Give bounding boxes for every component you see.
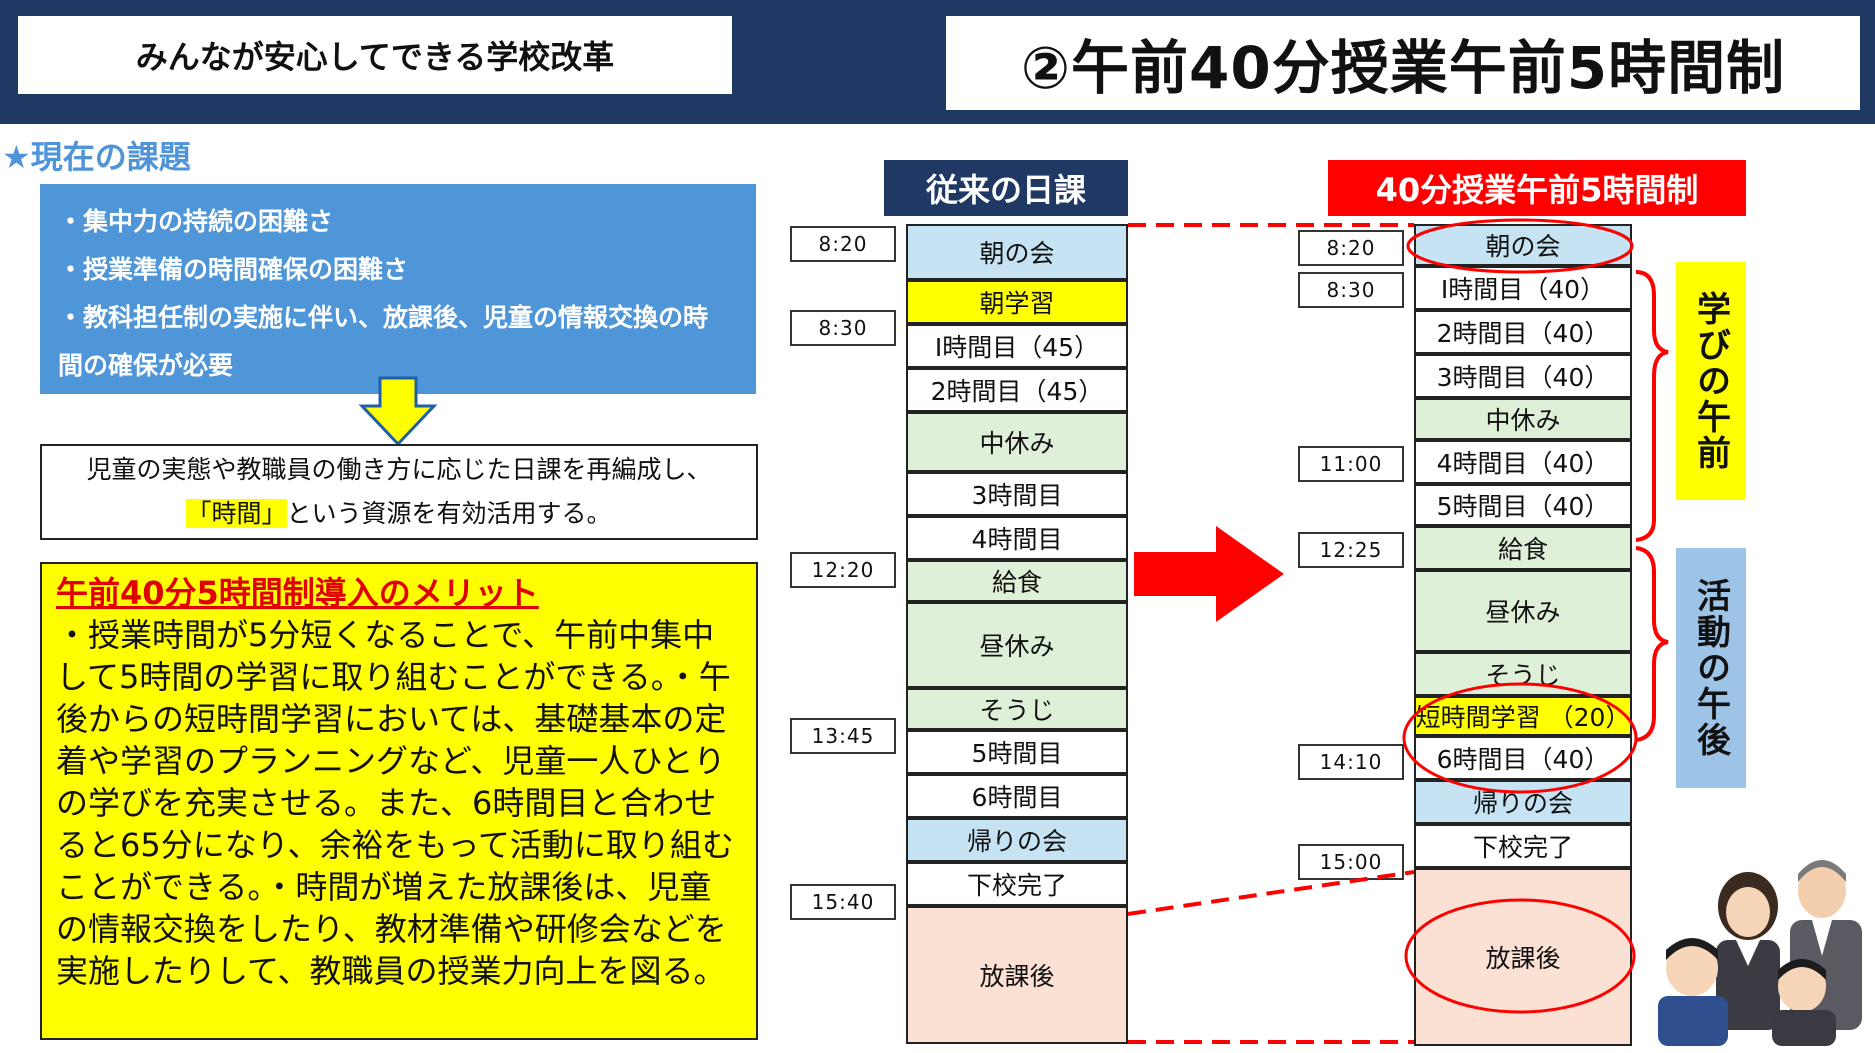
old-schedule-row: 下校完了 bbox=[906, 862, 1128, 906]
old-schedule-row: 6時間目 bbox=[906, 774, 1128, 818]
old-schedule-row: そうじ bbox=[906, 688, 1128, 730]
issue-item: 間の確保が必要 bbox=[58, 351, 234, 380]
new-schedule-time: 11:00 bbox=[1298, 446, 1404, 482]
old-schedule-row: 帰りの会 bbox=[906, 818, 1128, 862]
brace-morning bbox=[1635, 270, 1669, 542]
new-schedule-time: 12:25 bbox=[1298, 532, 1404, 568]
old-schedule-time: 13:45 bbox=[790, 718, 896, 754]
teachers-illustration bbox=[1658, 860, 1862, 1046]
old-schedule-row: 朝の会 bbox=[906, 224, 1128, 280]
new-schedule-time: 8:20 bbox=[1298, 230, 1404, 266]
issues-box: ・集中力の持続の困難さ ・授業準備の時間確保の困難さ ・教科担任制の実施に伴い、… bbox=[40, 184, 756, 394]
page-title: ②午前40分授業午前5時間制 bbox=[944, 14, 1862, 112]
goal-highlight: 「時間」 bbox=[186, 499, 287, 528]
new-schedule-row: 6時間目（40） bbox=[1414, 736, 1632, 780]
old-schedule-row: 昼休み bbox=[906, 602, 1128, 688]
new-schedule-row: 昼休み bbox=[1414, 570, 1632, 652]
new-schedule-row: 5時間目（40） bbox=[1414, 484, 1632, 526]
old-schedule-row: 朝学習 bbox=[906, 280, 1128, 324]
merit-box: 午前40分5時間制導入のメリット ・授業時間が5分短くなることで、午前中集中して… bbox=[40, 562, 758, 1040]
subtitle: みんなが安心してできる学校改革 bbox=[16, 14, 734, 96]
issue-item: ・授業準備の時間確保の困難さ bbox=[58, 255, 409, 284]
new-schedule-time: 14:10 bbox=[1298, 744, 1404, 780]
goal-line-2: という資源を有効活用する。 bbox=[286, 499, 612, 528]
issues-heading: ★現在の課題 bbox=[2, 138, 191, 176]
afternoon-activity-label: 活動の午後 bbox=[1676, 548, 1746, 788]
new-schedule-row: 短時間学習 （20） bbox=[1414, 696, 1632, 736]
new-schedule-row: 3時間目（40） bbox=[1414, 354, 1632, 398]
old-schedule-time: 15:40 bbox=[790, 884, 896, 920]
old-schedule-row: 放課後 bbox=[906, 906, 1128, 1044]
old-schedule-time: 8:30 bbox=[790, 310, 896, 346]
goal-box: 児童の実態や教職員の働き方に応じた日課を再編成し、 「時間」という資源を有効活用… bbox=[40, 444, 758, 540]
new-schedule-row: 放課後 bbox=[1414, 868, 1632, 1046]
new-schedule-row: 朝の会 bbox=[1414, 224, 1632, 266]
old-schedule-header: 従来の日課 bbox=[884, 160, 1128, 216]
new-schedule-header: 40分授業午前5時間制 bbox=[1328, 160, 1746, 216]
new-schedule-row: Ⅰ時間目（40） bbox=[1414, 266, 1632, 310]
issue-item: ・教科担任制の実施に伴い、放課後、児童の情報交換の時 bbox=[58, 303, 709, 332]
new-schedule-row: 給食 bbox=[1414, 526, 1632, 570]
new-schedule-row: 下校完了 bbox=[1414, 824, 1632, 868]
old-schedule-row: 給食 bbox=[906, 560, 1128, 602]
old-schedule-row: 5時間目 bbox=[906, 730, 1128, 774]
new-schedule-row: 中休み bbox=[1414, 398, 1632, 440]
new-schedule-row: 帰りの会 bbox=[1414, 780, 1632, 824]
new-schedule-time: 15:00 bbox=[1298, 844, 1404, 880]
morning-learning-label: 学びの午前 bbox=[1676, 262, 1746, 500]
old-schedule-time: 12:20 bbox=[790, 552, 896, 588]
merit-heading: 午前40分5時間制導入のメリット bbox=[56, 574, 539, 612]
goal-line-1: 児童の実態や教職員の働き方に応じた日課を再編成し、 bbox=[86, 455, 712, 484]
right-arrow-icon bbox=[1134, 526, 1284, 622]
old-schedule-row: 中休み bbox=[906, 412, 1128, 472]
down-arrow-icon bbox=[358, 376, 438, 447]
new-schedule-row: 2時間目（40） bbox=[1414, 310, 1632, 354]
brace-afternoon bbox=[1635, 546, 1669, 742]
new-schedule-time: 8:30 bbox=[1298, 272, 1404, 308]
new-schedule-row: そうじ bbox=[1414, 652, 1632, 696]
issue-item: ・集中力の持続の困難さ bbox=[58, 207, 334, 236]
old-schedule-row: 2時間目（45） bbox=[906, 368, 1128, 412]
merit-body: ・授業時間が5分短くなることで、午前中集中して5時間の学習に取り組むことができる… bbox=[56, 616, 734, 990]
old-schedule-row: Ⅰ時間目（45） bbox=[906, 324, 1128, 368]
old-schedule-time: 8:20 bbox=[790, 226, 896, 262]
old-schedule-row: 3時間目 bbox=[906, 472, 1128, 516]
old-schedule-row: 4時間目 bbox=[906, 516, 1128, 560]
new-schedule-row: 4時間目（40） bbox=[1414, 440, 1632, 484]
